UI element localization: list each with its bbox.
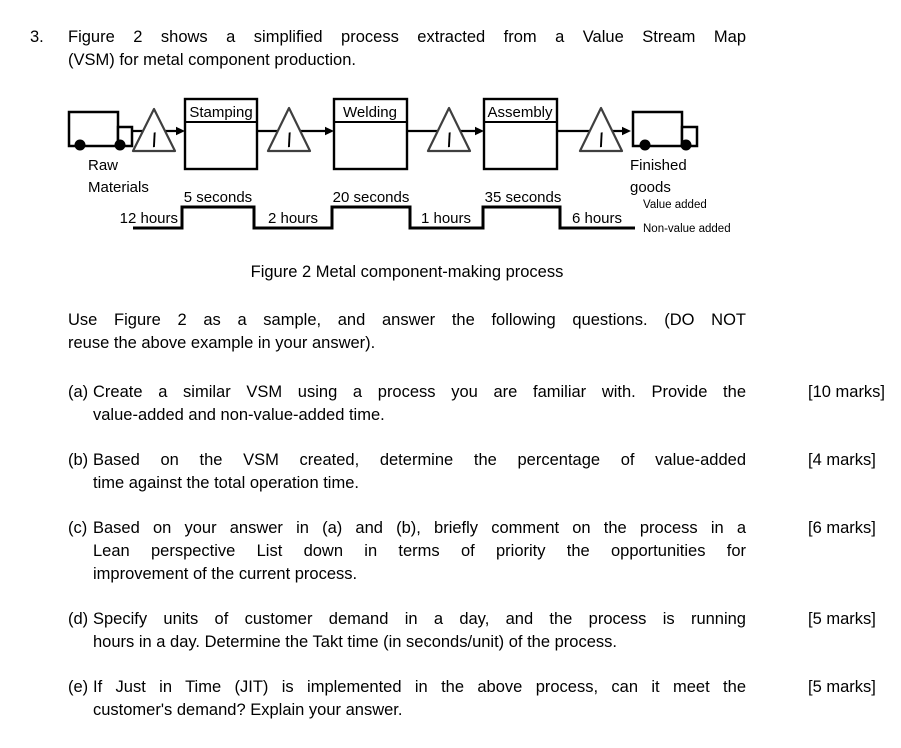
process-name: Assembly	[487, 104, 553, 121]
truck-icon-finished-goods	[631, 110, 699, 151]
question-text: Create a similar VSM using a process you…	[93, 381, 746, 427]
finished-goods-label: goods	[630, 179, 671, 196]
va-time-label: 35 seconds	[485, 189, 562, 206]
text-line: improvement of the current process.	[93, 565, 358, 583]
question-text: Specify units of customer demand in a da…	[93, 608, 746, 654]
question-item-a: (a) Create a similar VSM using a process…	[68, 381, 892, 427]
inventory-triangle-icon: I	[426, 106, 472, 153]
nva-time-label: 1 hours	[421, 210, 471, 227]
vsm-diagram: Raw Materials Finished goods I I I I	[67, 97, 731, 235]
arrowhead-icon	[176, 126, 185, 136]
marks-badge: [5 marks]	[808, 610, 876, 628]
question-item-b: (b) Based on the VSM created, determine …	[68, 449, 892, 495]
inventory-triangle-icon: I	[266, 106, 312, 153]
arrowhead-icon	[622, 126, 631, 136]
text-line: Create a similar VSM using a process you…	[93, 383, 746, 401]
va-time-label: 5 seconds	[184, 189, 252, 206]
finished-goods-label: Finished	[630, 157, 687, 174]
text-line: Use Figure 2 as a sample, and answer the…	[68, 311, 746, 329]
raw-materials-label: Materials	[88, 179, 149, 196]
text-line: Lean perspective List down in terms of p…	[93, 542, 746, 560]
figure-caption: Figure 2 Metal component-making process	[250, 263, 564, 281]
question-number: 3.	[30, 28, 44, 46]
text-line: hours in a day. Determine the Takt time …	[93, 633, 617, 651]
text-line: value-added and non-value-added time.	[93, 406, 385, 424]
question-item-c: (c) Based on your answer in (a) and (b),…	[68, 517, 892, 586]
question-id: (d)	[68, 610, 89, 628]
question-text: If Just in Time (JIT) is implemented in …	[93, 676, 746, 722]
nva-time-label: 2 hours	[268, 210, 318, 227]
marks-badge: [5 marks]	[808, 678, 876, 696]
question-list: (a) Create a similar VSM using a process…	[68, 381, 892, 744]
process-name: Stamping	[189, 104, 252, 121]
inventory-i-symbol: I	[285, 129, 294, 153]
instructions-paragraph: Use Figure 2 as a sample, and answer the…	[68, 309, 746, 355]
question-text: Based on the VSM created, determine the …	[93, 449, 746, 495]
marks-badge: [4 marks]	[808, 451, 876, 469]
raw-materials-label: Raw	[88, 157, 118, 174]
text-line: reuse the above example in your answer).	[68, 334, 376, 352]
arrowhead-icon	[475, 126, 484, 136]
question-id: (e)	[68, 678, 89, 696]
marks-badge: [10 marks]	[808, 383, 886, 401]
va-time-label: 20 seconds	[333, 189, 410, 206]
question-text: Based on your answer in (a) and (b), bri…	[93, 517, 746, 586]
process-box-welding: Welding	[332, 97, 409, 171]
text-line: Based on your answer in (a) and (b), bri…	[93, 519, 746, 537]
question-item-e: (e) If Just in Time (JIT) is implemented…	[68, 676, 892, 722]
question-heading: 3. Figure 2 shows a simplified process e…	[30, 26, 746, 72]
arrowhead-icon	[325, 126, 334, 136]
legend-non-value-added: Non-value added	[643, 223, 731, 235]
inventory-triangle-icon: I	[131, 107, 177, 153]
question-id: (a)	[68, 383, 89, 401]
text-line: Figure 2 shows a simplified process extr…	[68, 28, 746, 46]
process-box-stamping: Stamping	[183, 97, 259, 171]
text-line: If Just in Time (JIT) is implemented in …	[93, 678, 746, 696]
nva-time-label: 6 hours	[572, 210, 622, 227]
process-box-assembly: Assembly	[482, 97, 559, 171]
inventory-i-symbol: I	[597, 129, 606, 153]
inventory-i-symbol: I	[150, 129, 159, 153]
text-line: time against the total operation time.	[93, 474, 359, 492]
text-line: Specify units of customer demand in a da…	[93, 610, 746, 628]
question-id: (c)	[68, 519, 88, 537]
process-name: Welding	[343, 104, 397, 121]
inventory-triangle-icon: I	[578, 106, 624, 153]
legend-value-added: Value added	[643, 199, 707, 211]
question-id: (b)	[68, 451, 89, 469]
nva-time-label: 12 hours	[120, 210, 178, 227]
inventory-i-symbol: I	[445, 129, 454, 153]
text-line: customer's demand? Explain your answer.	[93, 701, 403, 719]
timeline-step-line	[133, 205, 635, 230]
text-line: (VSM) for metal component production.	[68, 51, 356, 69]
marks-badge: [6 marks]	[808, 519, 876, 537]
truck-icon-raw-materials	[67, 110, 134, 151]
question-item-d: (d) Specify units of customer demand in …	[68, 608, 892, 654]
text-line: Based on the VSM created, determine the …	[93, 451, 746, 469]
question-intro: Figure 2 shows a simplified process extr…	[68, 26, 746, 72]
